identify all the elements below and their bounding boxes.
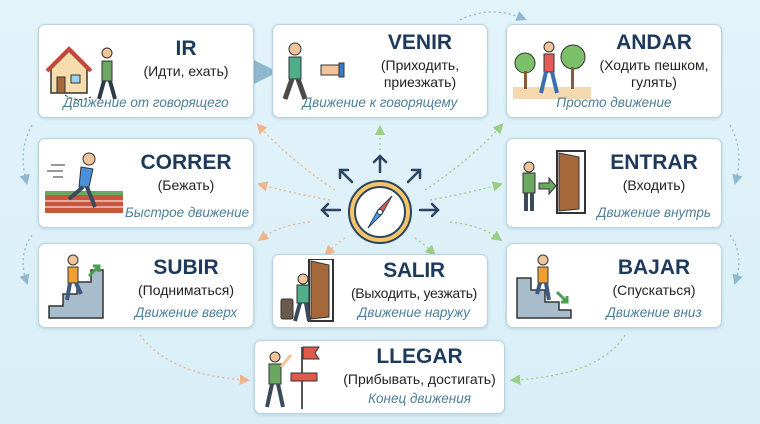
card-text: ANDAR (Ходить пешком, гулять) (593, 25, 715, 91)
walker-trees-icon (513, 35, 591, 101)
card-text: IR (Идти, ехать) (125, 25, 247, 80)
card-subir: SUBIR (Подниматься) Движение вверх (38, 243, 254, 328)
verb-title: SALIR (383, 259, 445, 282)
door-exit-icon (279, 258, 357, 325)
card-llegar: LLEGAR (Прибывать, достигать) Конец движ… (254, 340, 505, 414)
card-ir: IR (Идти, ехать) Движение от говорящего (38, 24, 254, 118)
verb-description: Движение вверх (134, 305, 238, 320)
verb-title: LLEGAR (376, 345, 463, 368)
verb-translation: (Приходить, приезжать) (380, 57, 460, 90)
verb-translation: (Прибывать, достигать) (343, 371, 496, 387)
verb-translation: (Подниматься) (138, 282, 234, 298)
verb-title: ANDAR (616, 31, 692, 54)
card-bajar: BAJAR (Спускаться) Движение вниз (506, 243, 722, 328)
verb-description: Движение внутрь (597, 205, 711, 220)
verb-translation: (Входить) (622, 177, 686, 193)
verb-title: ENTRAR (610, 151, 698, 174)
card-correr: CORRER (Бежать) Быстрое движение (38, 138, 254, 228)
verb-description: Движение от говорящего (63, 95, 229, 110)
verb-translation: (Идти, ехать) (143, 63, 229, 79)
verb-description: Движение к говорящему (302, 95, 458, 110)
verb-description: Движение вниз (606, 305, 702, 320)
card-text: VENIR (Приходить, приезжать) (359, 25, 481, 91)
door-enter-icon (513, 149, 591, 215)
compass-icon (318, 152, 442, 270)
card-salir: SALIR (Выходить, уезжать) Движение наруж… (272, 254, 488, 328)
verb-description: Движение наружу (357, 305, 471, 320)
verb-description: Быстрое движение (125, 205, 250, 220)
card-text: ENTRAR (Входить) (593, 139, 715, 194)
card-andar: ANDAR (Ходить пешком, гулять) Просто дви… (506, 24, 722, 118)
verb-title: SUBIR (153, 256, 219, 279)
verb-title: IR (175, 37, 197, 60)
verb-title: CORRER (140, 151, 232, 174)
stairs-up-icon (45, 254, 123, 320)
card-text: SALIR (Выходить, уезжать) (345, 255, 483, 302)
card-text: LLEGAR (Прибывать, достигать) (341, 341, 498, 388)
verb-translation: (Бежать) (157, 177, 215, 193)
house-walker-icon (45, 35, 123, 101)
card-text: BAJAR (Спускаться) (593, 244, 715, 299)
verb-title: VENIR (387, 31, 453, 54)
verb-translation: (Спускаться) (612, 282, 696, 298)
walker-hand-icon (279, 35, 357, 101)
card-entrar: ENTRAR (Входить) Движение внутрь (506, 138, 722, 228)
flag-icon (261, 345, 339, 411)
card-text: SUBIR (Подниматься) (125, 244, 247, 299)
stairs-down-icon (513, 254, 591, 320)
verb-description: Конец движения (368, 391, 471, 406)
runner-icon (45, 149, 123, 215)
verb-description: Просто движение (556, 95, 672, 110)
verb-title: BAJAR (617, 256, 691, 279)
verb-translation: (Выходить, уезжать) (350, 285, 478, 301)
verb-translation: (Ходить пешком, гулять) (599, 57, 709, 90)
card-venir: VENIR (Приходить, приезжать) Движение к … (272, 24, 488, 118)
card-text: CORRER (Бежать) (125, 139, 247, 194)
